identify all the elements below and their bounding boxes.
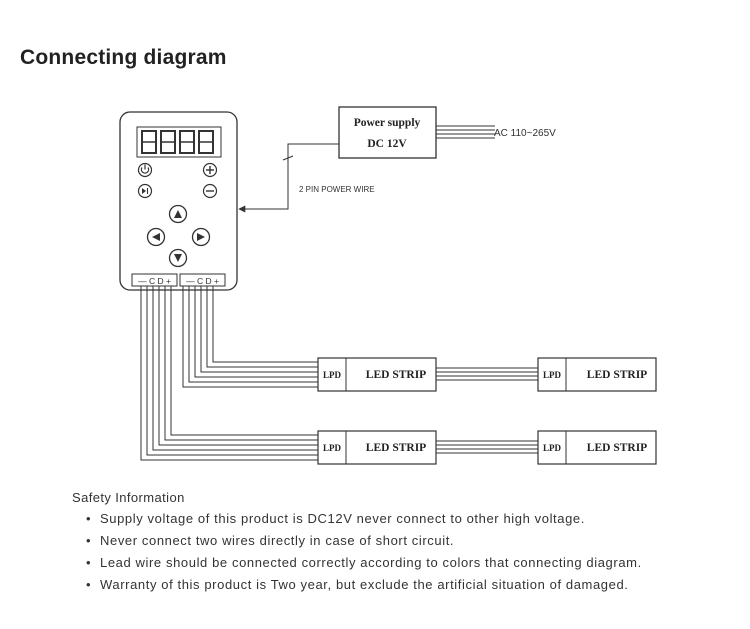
led-strip-label: LED STRIP [366,442,426,454]
controller: — C D + — C D + [119,111,238,291]
led-strip-label: LED STRIP [587,442,647,454]
lpd-label: LPD [323,370,342,380]
list-item: • Warranty of this product is Two year, b… [86,577,642,592]
page-title: Connecting diagram [20,46,227,69]
led-strip-label: LED STRIP [587,369,647,381]
output-connector-2: — C D + [179,273,226,287]
digit-display [136,126,222,158]
connector-label: — C D + [138,276,171,286]
bullet: • [86,511,92,526]
plus-icon [202,162,218,178]
safety-item-text: Lead wire should be connected correctly … [100,555,642,570]
led-strip-4: LPD LED STRIP [537,430,657,465]
right-arrow-icon [191,227,211,247]
bullet: • [86,577,92,592]
led-strip-3: LPD LED STRIP [317,430,437,465]
power-icon [137,162,153,178]
power-supply-voltage: DC 12V [367,138,407,150]
left-arrow-icon [146,227,166,247]
lpd-label: LPD [543,443,562,453]
safety-information: Safety Information • Supply voltage of th… [72,490,642,600]
connector-label: — C D + [186,276,219,286]
safety-item-text: Never connect two wires directly in case… [100,533,455,548]
safety-item-text: Supply voltage of this product is DC12V … [100,511,585,526]
bullet: • [86,555,92,570]
list-item: • Never connect two wires directly in cas… [86,533,642,548]
led-strip-1: LPD LED STRIP [317,357,437,392]
play-pause-icon [137,183,153,199]
bullet: • [86,533,92,548]
safety-heading: Safety Information [72,490,185,505]
safety-item-text: Warranty of this product is Two year, bu… [100,577,629,592]
minus-icon [202,183,218,199]
power-wire: 2 PIN POWER WIRE [238,143,375,213]
power-supply-label: Power supply [354,117,421,129]
ac-input-wire: AC 110~265V [436,125,556,139]
output-wires [140,286,538,461]
power-wire-label: 2 PIN POWER WIRE [299,185,375,194]
list-item: • Supply voltage of this product is DC12V… [86,511,642,526]
power-supply: Power supply DC 12V [338,106,437,159]
safety-list: • Supply voltage of this product is DC12V… [72,512,642,592]
led-strip-label: LED STRIP [366,369,426,381]
lpd-label: LPD [543,370,562,380]
down-arrow-icon [168,248,188,268]
lpd-label: LPD [323,443,342,453]
output-connector-1: — C D + [131,273,178,287]
up-arrow-icon [168,204,188,224]
led-strip-2: LPD LED STRIP [537,357,657,392]
list-item: • Lead wire should be connected correctly… [86,555,642,570]
ac-voltage-label: AC 110~265V [494,128,556,139]
